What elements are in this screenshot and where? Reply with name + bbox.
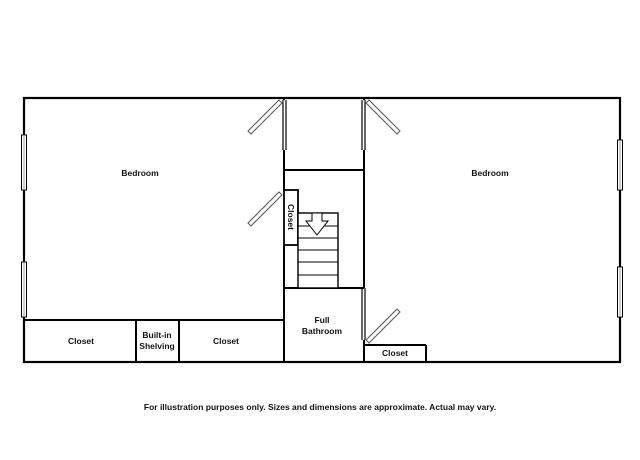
window-left-upper xyxy=(21,134,27,191)
window-right-lower xyxy=(617,266,623,318)
label-closet-stair: Closet xyxy=(286,204,296,230)
label-bathroom-line1: Full xyxy=(314,315,329,325)
label-closet-bottom-mid: Closet xyxy=(213,336,239,346)
exterior-wall xyxy=(22,96,622,364)
label-bathroom-line2: Bathroom xyxy=(302,326,343,336)
label-bedroom-left: Bedroom xyxy=(121,168,159,178)
down-arrow-icon xyxy=(304,212,330,236)
interior-walls xyxy=(24,98,427,362)
disclaimer-text: For illustration purposes only. Sizes an… xyxy=(143,402,497,412)
door-bathroom xyxy=(361,288,401,344)
window-right-upper xyxy=(617,139,623,191)
door-left-bedroom xyxy=(247,99,287,150)
label-shelving-line1: Built-in xyxy=(142,330,171,340)
label-closet-bottom-right: Closet xyxy=(382,348,408,358)
label-closet-bottom-left: Closet xyxy=(68,336,94,346)
door-right-bedroom xyxy=(361,99,401,150)
door-stair-closet xyxy=(247,191,283,227)
label-bedroom-right: Bedroom xyxy=(471,168,509,178)
label-shelving-line2: Shelving xyxy=(139,341,174,351)
window-left-lower xyxy=(21,261,27,318)
